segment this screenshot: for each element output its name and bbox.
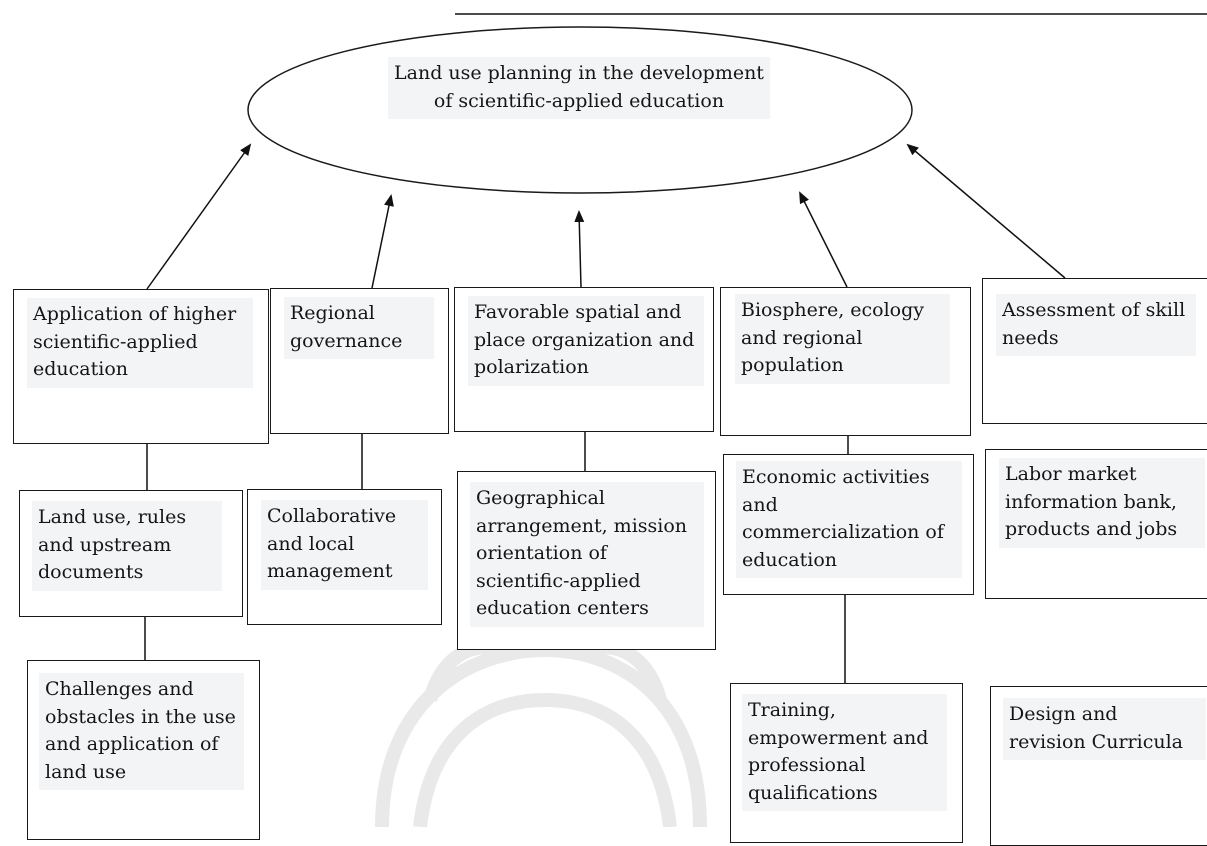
factor-box-biosphere: Biosphere, ecology and regional populati… [720,287,971,436]
level2-box-geographical-arrangement: Geographical arrangement, mission orient… [457,471,716,650]
level3-label-curricula: Design and revision Curricula [1003,698,1206,760]
level2-label-local-management: Collaborative and local management [261,500,428,590]
arrow-factor-5 [906,143,1066,279]
factor-label-skill-needs: Assessment of skill needs [996,294,1196,356]
factor-label-biosphere: Biosphere, ecology and regional populati… [735,294,950,384]
level2-label-geographical-arrangement: Geographical arrangement, mission orient… [470,482,704,627]
level2-label-economic-activities: Economic activities and commercializatio… [736,461,962,578]
arrow-factor-4 [799,191,848,288]
level2-box-land-use-rules: Land use, rules and upstream documents [19,490,243,617]
arrow-factor-1 [146,143,252,290]
factor-box-skill-needs: Assessment of skill needs [982,278,1207,424]
level2-label-labor-market: Labor market information bank, products … [999,458,1205,548]
arrow-factor-3 [574,210,585,288]
level3-box-training: Training, empowerment and professional q… [730,683,963,843]
factor-box-higher-education: Application of higher scientific-applied… [13,289,269,444]
level3-box-curricula: Design and revision Curricula [990,686,1207,846]
factor-label-higher-education: Application of higher scientific-applied… [27,298,253,388]
factor-box-regional-governance: Regional governance [270,288,449,434]
factor-label-spatial-organization: Favorable spatial and place organization… [468,296,704,386]
level3-label-training: Training, empowerment and professional q… [742,694,947,811]
root-title: Land use planning in the development of … [388,57,770,119]
level3-box-challenges: Challenges and obstacles in the use and … [27,660,260,840]
factor-label-regional-governance: Regional governance [284,297,434,359]
level3-label-challenges: Challenges and obstacles in the use and … [39,673,244,790]
level2-box-local-management: Collaborative and local management [247,489,442,625]
arrow-factor-2 [371,194,394,289]
level2-box-economic-activities: Economic activities and commercializatio… [723,454,974,595]
level2-label-land-use-rules: Land use, rules and upstream documents [32,501,222,591]
level2-box-labor-market: Labor market information bank, products … [985,449,1207,599]
factor-box-spatial-organization: Favorable spatial and place organization… [454,287,714,432]
